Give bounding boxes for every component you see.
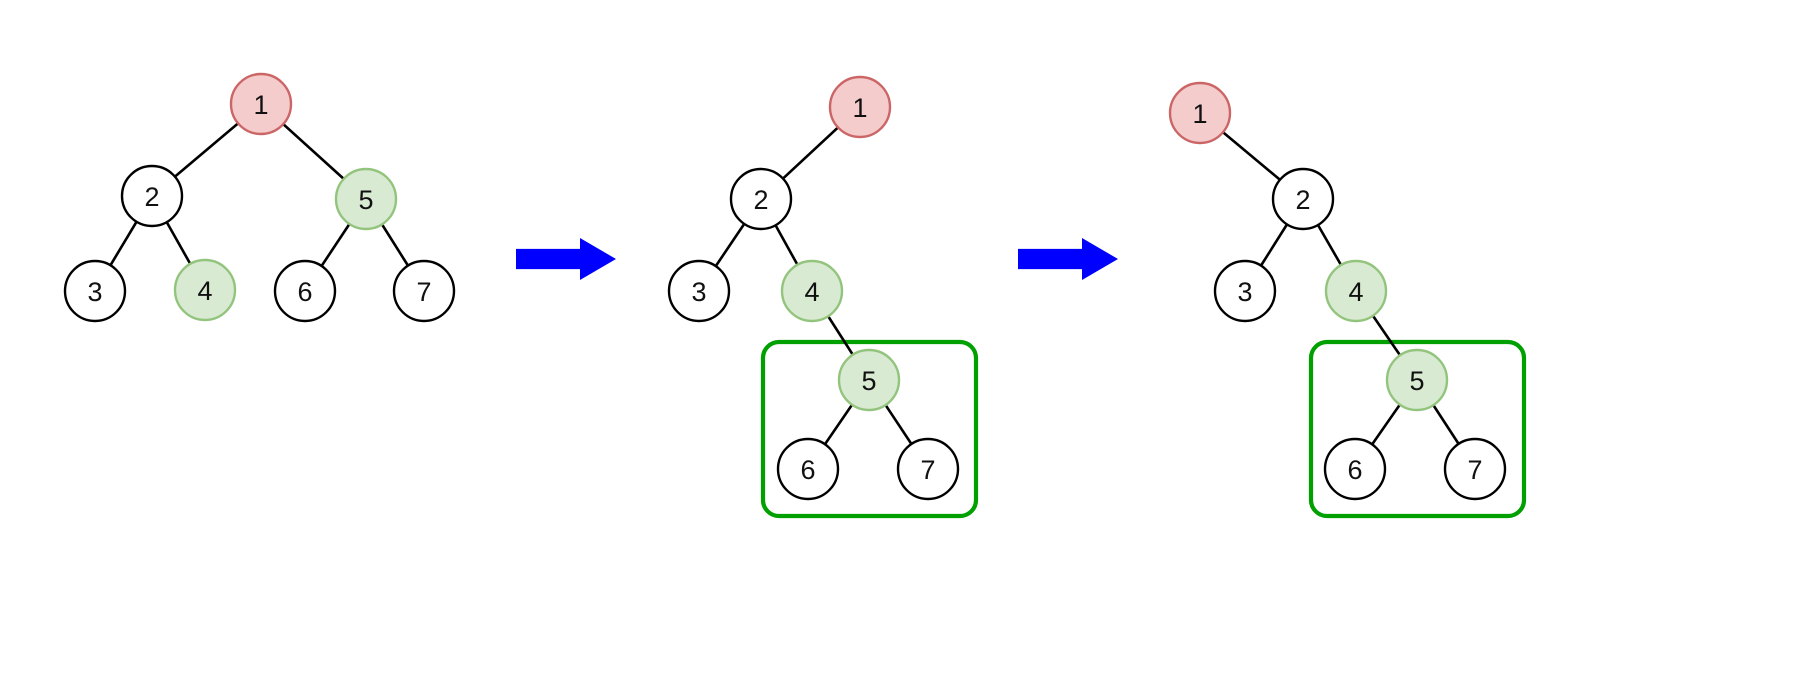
tree-edge bbox=[1316, 223, 1343, 267]
node-circle[interactable] bbox=[780, 259, 844, 323]
tree-edge bbox=[1432, 403, 1460, 446]
tree-node[interactable]: 2 bbox=[1271, 167, 1335, 231]
tree-node[interactable]: 1 bbox=[828, 75, 892, 139]
node-circle[interactable] bbox=[392, 259, 456, 323]
tree-edge bbox=[774, 223, 799, 267]
tree-edge bbox=[781, 126, 840, 180]
tree-edge bbox=[320, 222, 351, 268]
tree-node[interactable]: 7 bbox=[896, 437, 960, 501]
tree-edge bbox=[173, 122, 240, 178]
node-circle[interactable] bbox=[837, 348, 901, 412]
tree-edge bbox=[823, 403, 854, 446]
node-circle[interactable] bbox=[1324, 259, 1388, 323]
tree-node[interactable]: 1 bbox=[229, 72, 293, 136]
node-circle[interactable] bbox=[1271, 167, 1335, 231]
node-circle[interactable] bbox=[1385, 348, 1449, 412]
node-circle[interactable] bbox=[273, 259, 337, 323]
tree-node[interactable]: 4 bbox=[1324, 259, 1388, 323]
tree-node[interactable]: 4 bbox=[780, 259, 844, 323]
tree-edge bbox=[826, 314, 855, 357]
tree-node[interactable]: 3 bbox=[63, 259, 127, 323]
tree-node[interactable]: 6 bbox=[1323, 437, 1387, 501]
node-circle[interactable] bbox=[120, 164, 184, 228]
node-circle[interactable] bbox=[173, 258, 237, 322]
tree-edge bbox=[1259, 223, 1289, 267]
tree-node[interactable]: 6 bbox=[273, 259, 337, 323]
tree-node[interactable]: 7 bbox=[392, 259, 456, 323]
node-circle[interactable] bbox=[1323, 437, 1387, 501]
node-circle[interactable] bbox=[896, 437, 960, 501]
node-circle[interactable] bbox=[729, 167, 793, 231]
node-circle[interactable] bbox=[1168, 81, 1232, 145]
tree-node[interactable]: 7 bbox=[1443, 437, 1507, 501]
node-circle[interactable] bbox=[1213, 259, 1277, 323]
tree-edge bbox=[884, 403, 913, 446]
subtree-group-box bbox=[760, 339, 979, 519]
node-circle[interactable] bbox=[776, 437, 840, 501]
tree-node[interactable]: 3 bbox=[667, 259, 731, 323]
tree-node[interactable]: 6 bbox=[776, 437, 840, 501]
tree-edge bbox=[109, 220, 138, 267]
node-circle[interactable] bbox=[828, 75, 892, 139]
tree-edge bbox=[380, 223, 410, 267]
tree-node[interactable]: 5 bbox=[1385, 348, 1449, 412]
tree-node[interactable]: 5 bbox=[334, 167, 398, 231]
transition-arrow-1-icon bbox=[516, 238, 616, 280]
tree-edge bbox=[1221, 130, 1282, 182]
tree-edge bbox=[1370, 403, 1402, 446]
subtree-group-box bbox=[1308, 339, 1527, 519]
tree-node[interactable]: 5 bbox=[837, 348, 901, 412]
tree-node[interactable]: 2 bbox=[729, 167, 793, 231]
node-circle[interactable] bbox=[63, 259, 127, 323]
node-circle[interactable] bbox=[1443, 437, 1507, 501]
tree-edge bbox=[1371, 314, 1402, 357]
node-circle[interactable] bbox=[334, 167, 398, 231]
tree-node[interactable]: 3 bbox=[1213, 259, 1277, 323]
tree-edge bbox=[281, 122, 346, 181]
tree-node[interactable]: 1 bbox=[1168, 81, 1232, 145]
node-circle[interactable] bbox=[667, 259, 731, 323]
tree-node[interactable]: 4 bbox=[173, 258, 237, 322]
transition-arrow-2-icon bbox=[1018, 238, 1118, 280]
node-circle[interactable] bbox=[229, 72, 293, 136]
tree-node[interactable]: 2 bbox=[120, 164, 184, 228]
tree-edge bbox=[165, 220, 192, 266]
tree-edge bbox=[714, 222, 746, 268]
